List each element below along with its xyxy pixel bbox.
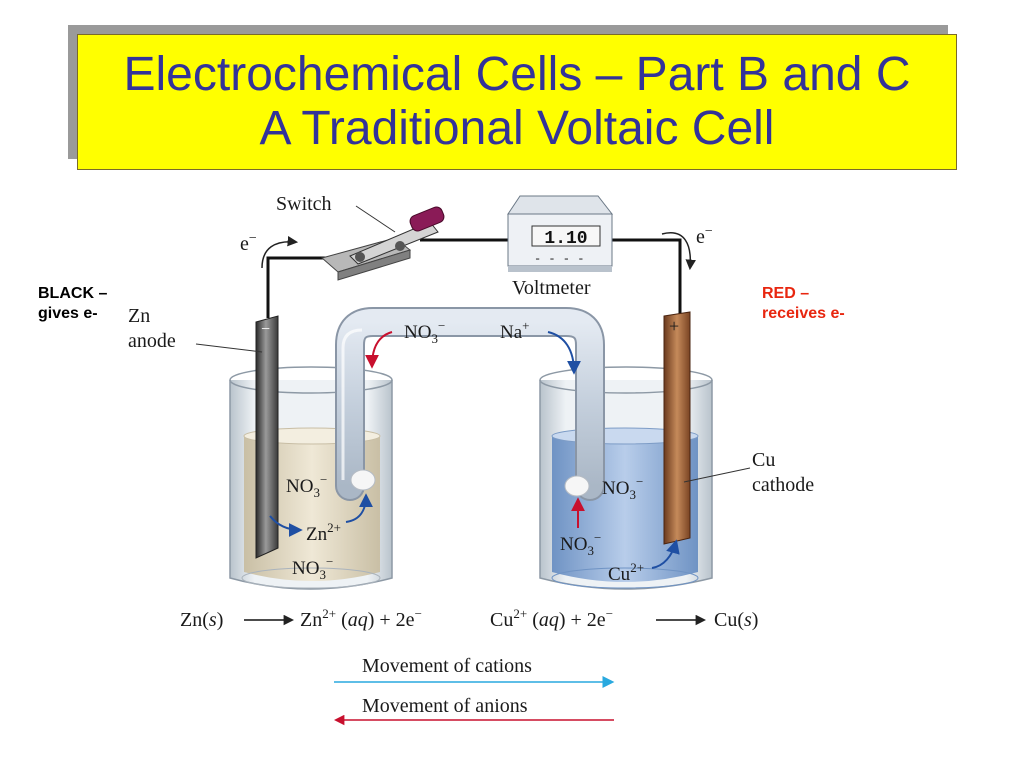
black-note-line2: gives e- <box>38 305 98 322</box>
right-no3-ion-upper: NO3− <box>602 474 643 502</box>
red-note-line2: receives e- <box>762 305 845 322</box>
slide-title: Electrochemical Cells – Part B and C A T… <box>77 34 957 170</box>
red-terminal-note: RED – receives e- <box>762 284 845 324</box>
cathode-plus-sign: + <box>669 316 679 336</box>
left-zn2-ion: Zn2+ <box>306 520 341 545</box>
electron-label-left: e− <box>240 231 257 255</box>
title-line-2: A Traditional Voltaic Cell <box>259 102 775 155</box>
anode-minus-sign: − <box>261 321 270 338</box>
copper-cathode-electrode <box>663 311 691 545</box>
anode-half-reaction: Zn(s) <box>180 609 223 631</box>
electron-flow-arrow-left <box>261 235 299 269</box>
anode-leader <box>195 343 263 353</box>
voltmeter-dashes: - - - - <box>534 252 584 266</box>
voltmeter <box>507 195 614 272</box>
anions-legend-label: Movement of anions <box>362 695 528 717</box>
switch-label: Switch <box>276 193 332 215</box>
right-cu2-ion: Cu2+ <box>608 560 644 585</box>
bridge-anion-arrow <box>365 331 393 369</box>
salt-bridge <box>335 307 605 501</box>
bridge-cation-arrow <box>547 331 581 375</box>
black-note-line1: BLACK – <box>38 285 108 302</box>
cu-ion-arrow <box>651 539 680 569</box>
voltmeter-label: Voltmeter <box>512 277 591 299</box>
electron-flow-arrow-right <box>661 232 696 271</box>
voltmeter-reading: 1.10 <box>544 229 587 249</box>
anode-label-line1: Zn <box>128 305 150 327</box>
anode-half-reaction-products: Zn2+ (aq) + 2e− <box>300 606 422 631</box>
title-line-1: Electrochemical Cells – Part B and C <box>123 48 911 101</box>
cathode-label-line2: cathode <box>752 474 814 496</box>
bridge-anion-label: NO3− <box>404 318 445 346</box>
cathode-half-reaction: Cu2+ (aq) + 2e− <box>490 606 613 631</box>
electron-label-right: e− <box>696 224 713 248</box>
cathode-label-line1: Cu <box>752 449 775 471</box>
anode-label-line2: anode <box>128 330 176 352</box>
right-no3-ion-lower: NO3− <box>560 530 601 558</box>
red-note-line1: RED – <box>762 285 810 302</box>
zn-ion-arrow <box>269 515 303 537</box>
cations-legend-label: Movement of cations <box>362 655 532 677</box>
switch <box>320 206 445 281</box>
left-no3-ion-lower: NO3− <box>292 554 333 582</box>
black-terminal-note: BLACK – gives e- <box>38 284 107 324</box>
switch-leader <box>355 205 396 233</box>
zinc-anode-electrode <box>255 315 279 559</box>
external-wire <box>266 238 682 318</box>
left-no3-ion-upper: NO3− <box>286 472 327 500</box>
left-no3-arrow <box>345 493 373 523</box>
cathode-leader <box>683 467 751 483</box>
bridge-cation-label: Na+ <box>500 318 530 343</box>
cathode-half-reaction-products: Cu(s) <box>714 609 758 631</box>
